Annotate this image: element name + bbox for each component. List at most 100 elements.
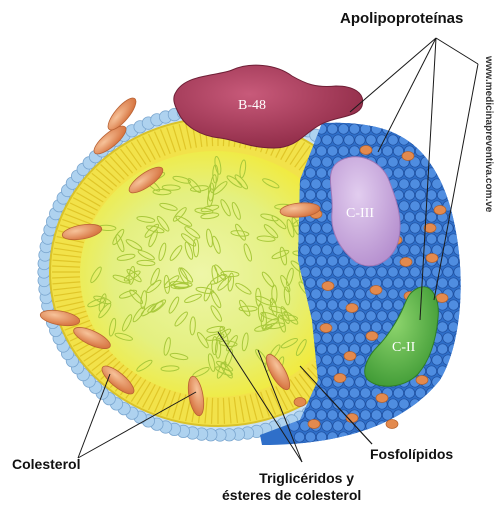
cholesterol-dot [308, 420, 320, 429]
phospholipid-head [432, 113, 442, 123]
phospholipid-head [333, 311, 343, 321]
phospholipid-head [459, 300, 469, 310]
phospholipid-head [344, 399, 354, 409]
phospholipid-head [470, 124, 480, 134]
phospholipid-head [470, 256, 480, 266]
phospholipid-head [349, 146, 359, 156]
phospholipid-head [355, 333, 365, 343]
phospholipid-head [366, 135, 376, 145]
cholesterol-dot [294, 398, 306, 407]
watermark: www.medicinapreventiva.com.ve [483, 56, 494, 212]
cholesterol-dot [360, 146, 372, 155]
phospholipid-head [410, 399, 420, 409]
phospholipid-head [410, 135, 420, 145]
phospholipid-head [333, 443, 343, 453]
phospholipid-head [399, 399, 409, 409]
phospholipid-head [338, 124, 348, 134]
phospholipid-head [393, 388, 403, 398]
phospholipid-head [399, 113, 409, 123]
phospholipid-head [448, 124, 458, 134]
phospholipid-head [355, 355, 365, 365]
phospholipid-head [437, 410, 447, 420]
phospholipid-head [371, 124, 381, 134]
phospholipid-head [322, 421, 332, 431]
phospholipid-head [465, 179, 475, 189]
phospholipid-head [437, 168, 447, 178]
phospholipid-head [393, 124, 403, 134]
phospholipid-head [410, 245, 420, 255]
phospholipid-head [426, 410, 436, 420]
phospholipid-head [316, 256, 326, 266]
phospholipid-head [377, 113, 387, 123]
phospholipid-head [404, 278, 414, 288]
phospholipid-head [327, 124, 337, 134]
triglycerides-label-line1: Triglicéridos y [252, 470, 361, 487]
phospholipid-head [421, 179, 431, 189]
phospholipid-head [344, 443, 354, 453]
phospholipid-head [437, 190, 447, 200]
phospholipid-head [311, 443, 321, 453]
phospholipid-head [377, 421, 387, 431]
phospholipid-head [437, 366, 447, 376]
cholesterol-label: Colesterol [12, 456, 80, 472]
cholesterol-dot [322, 282, 334, 291]
phospholipid-head [448, 432, 458, 442]
phospholipid-head [465, 223, 475, 233]
phospholipid-head [300, 245, 310, 255]
phospholipid-head [432, 267, 442, 277]
phospholipid-head [311, 223, 321, 233]
phospholipid-head [322, 333, 332, 343]
phospholipid-head [443, 333, 453, 343]
phospholipid-head [355, 113, 365, 123]
phospholipid-head [410, 113, 420, 123]
phospholipid-head [459, 256, 469, 266]
phospholipid-head [465, 311, 475, 321]
phospholipid-head [454, 223, 464, 233]
phospholipid-head [421, 421, 431, 431]
phospholipid-head [349, 366, 359, 376]
phospholipid-head [399, 421, 409, 431]
phospholipid-head [300, 443, 310, 453]
phospholipid-head [465, 355, 475, 365]
phospholipid-head [322, 377, 332, 387]
phospholipid-head [305, 432, 315, 442]
b48-label: B-48 [238, 98, 266, 114]
phospholipid-head [404, 212, 414, 222]
phospholipid-head [366, 311, 376, 321]
phospholipid-head [415, 256, 425, 266]
phospholipids-label: Fosfolípidos [370, 446, 453, 462]
phospholipid-head [443, 157, 453, 167]
phospholipid-head [316, 410, 326, 420]
phospholipid-head [470, 432, 480, 442]
phospholipid-head [322, 157, 332, 167]
phospholipid-head [322, 311, 332, 321]
phospholipid-head [349, 432, 359, 442]
phospholipid-head [388, 135, 398, 145]
phospholipid-head [448, 146, 458, 156]
phospholipid-head [465, 377, 475, 387]
phospholipid-head [454, 355, 464, 365]
phospholipid-head [382, 410, 392, 420]
phospholipid-head [470, 366, 480, 376]
phospholipid-head [415, 168, 425, 178]
phospholipid-head [388, 157, 398, 167]
phospholipid-head [454, 399, 464, 409]
phospholipid-head [316, 366, 326, 376]
phospholipid-head [415, 410, 425, 420]
phospholipid-head [327, 256, 337, 266]
phospholipid-head [355, 289, 365, 299]
phospholipid-head [305, 190, 315, 200]
cholesterol-dot [436, 294, 448, 303]
phospholipid-head [404, 388, 414, 398]
phospholipid-head [459, 168, 469, 178]
phospholipid-head [454, 311, 464, 321]
phospholipid-head [459, 234, 469, 244]
phospholipid-head [454, 289, 464, 299]
phospholipid-head [426, 366, 436, 376]
phospholipid-head [404, 124, 414, 134]
phospholipid-head [388, 311, 398, 321]
phospholipid-head [432, 135, 442, 145]
phospholipid-head [393, 168, 403, 178]
phospholipid-head [344, 333, 354, 343]
